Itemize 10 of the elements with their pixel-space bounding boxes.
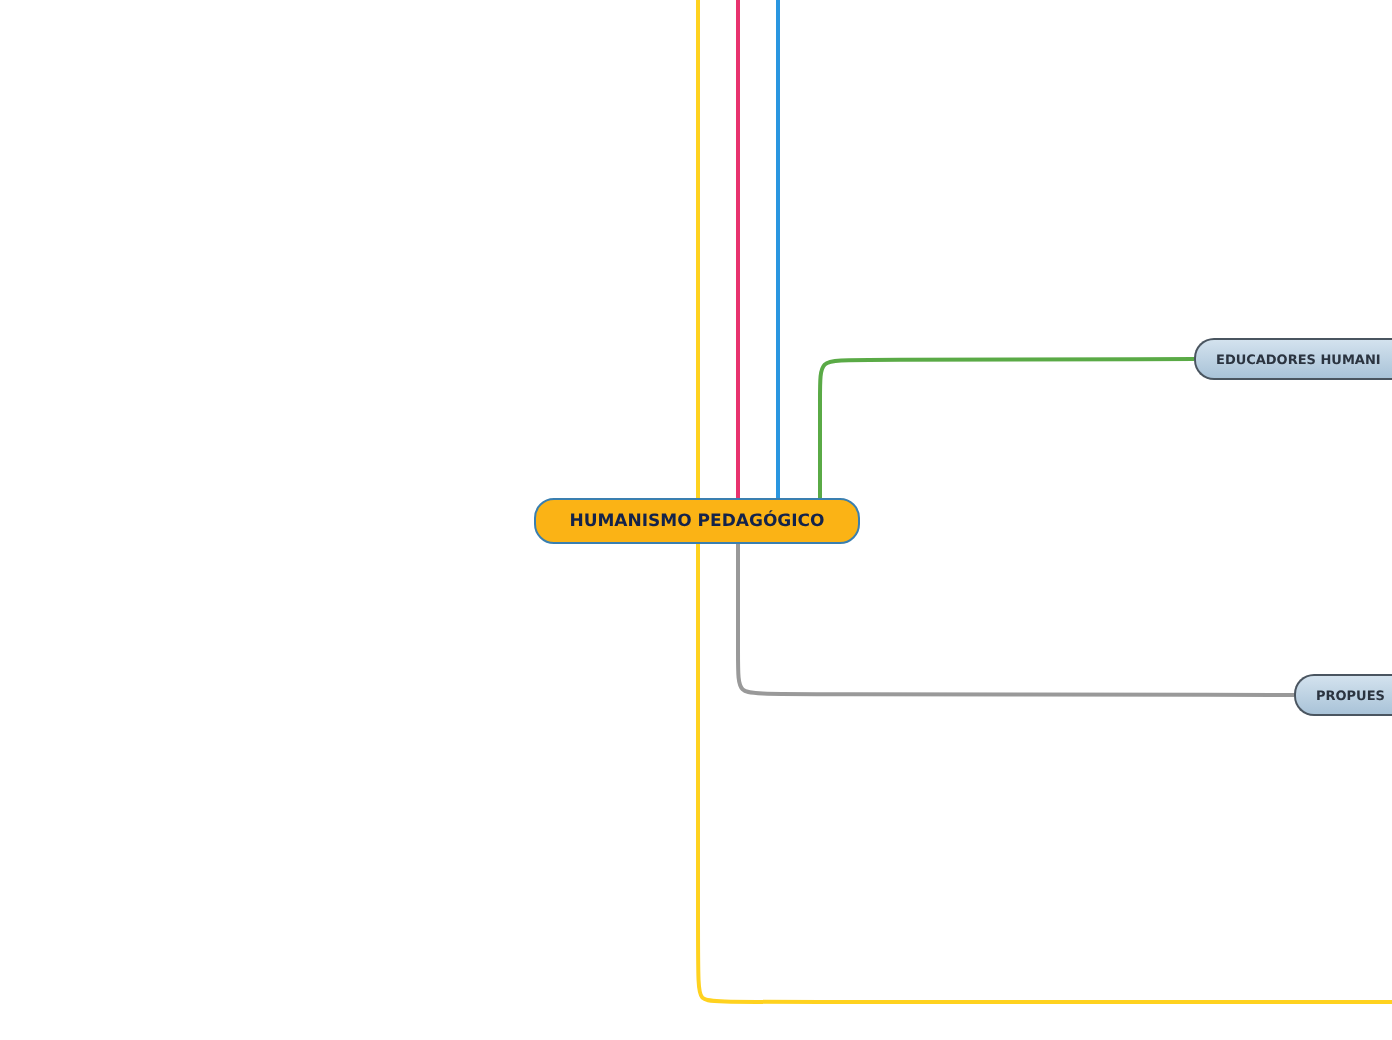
topic-text: HUMANISMO PEDAGÓGICO: [569, 511, 825, 531]
connector-line: [696, 544, 1392, 1004]
topic-node: [1294, 674, 1392, 716]
connector-line: [736, 544, 1294, 697]
connector-line: [776, 0, 780, 498]
connector-line: [818, 357, 1194, 498]
topic-node: [1194, 338, 1392, 380]
central-topic: [534, 498, 860, 544]
connector-line: [696, 0, 700, 498]
connector-line: [736, 0, 740, 498]
